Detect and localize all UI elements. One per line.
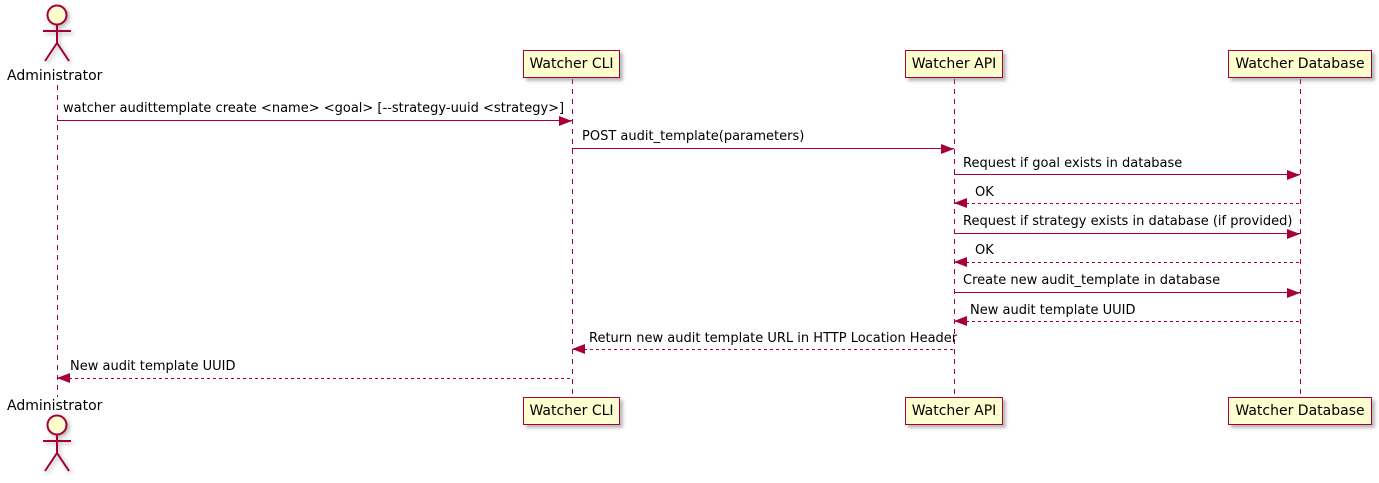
participant-watcher-database-bottom: Watcher Database [1228, 397, 1372, 425]
lifeline-watcher-api [954, 79, 955, 397]
lifeline-watcher-database [1300, 79, 1301, 397]
arrowhead-right-icon [1287, 170, 1300, 180]
message-6-arrow [954, 257, 1300, 267]
message-3-label: Request if goal exists in database [963, 156, 1183, 171]
participant-watcher-cli-top: Watcher CLI [523, 50, 620, 78]
message-9-label: Return new audit template URL in HTTP Lo… [589, 331, 958, 346]
actor-administrator-top [37, 4, 77, 72]
arrowhead-right-icon [941, 144, 954, 154]
participant-label: Watcher API [911, 403, 997, 419]
lifeline-watcher-cli [572, 79, 573, 397]
message-6-label: OK [975, 243, 994, 258]
participant-label: Watcher API [911, 56, 997, 72]
message-2-label: POST audit_template(parameters) [582, 129, 805, 144]
actor-icon [43, 414, 71, 472]
message-5-label: Request if strategy exists in database (… [963, 214, 1293, 229]
participant-label: Watcher CLI [529, 403, 614, 419]
message-2-arrow [572, 144, 954, 154]
message-8-label: New audit template UUID [970, 303, 1136, 318]
message-7-arrow [954, 288, 1300, 298]
participant-watcher-api-top: Watcher API [905, 50, 1003, 78]
actor-icon [43, 4, 71, 62]
message-4-label: OK [975, 185, 994, 200]
participant-watcher-database-top: Watcher Database [1228, 50, 1372, 78]
message-1-arrow [57, 116, 572, 126]
participant-watcher-api-bottom: Watcher API [905, 397, 1003, 425]
arrowhead-left-icon [954, 316, 967, 326]
participant-label: Watcher CLI [529, 56, 614, 72]
message-7-label: Create new audit_template in database [963, 273, 1221, 288]
arrowhead-left-icon [954, 198, 967, 208]
arrowhead-right-icon [559, 116, 572, 126]
participant-watcher-cli-bottom: Watcher CLI [523, 397, 620, 425]
arrowhead-right-icon [1287, 288, 1300, 298]
actor-administrator-bottom [37, 414, 77, 482]
arrowhead-left-icon [57, 373, 70, 383]
message-8-arrow [954, 316, 1300, 326]
message-10-arrow [57, 373, 572, 383]
lifeline-administrator [57, 85, 58, 397]
message-4-arrow [954, 198, 1300, 208]
message-1-label: watcher audittemplate create <name> <goa… [63, 101, 565, 116]
message-5-arrow [954, 229, 1300, 239]
participant-label: Watcher Database [1235, 56, 1365, 72]
message-9-arrow [572, 344, 954, 354]
message-3-arrow [954, 170, 1300, 180]
message-10-label: New audit template UUID [70, 359, 236, 374]
participant-label: Watcher Database [1235, 403, 1365, 419]
actor-label-bottom: Administrator [7, 398, 103, 414]
arrowhead-left-icon [954, 257, 967, 267]
arrowhead-right-icon [1287, 229, 1300, 239]
arrowhead-left-icon [572, 344, 585, 354]
actor-label-top: Administrator [7, 68, 103, 84]
